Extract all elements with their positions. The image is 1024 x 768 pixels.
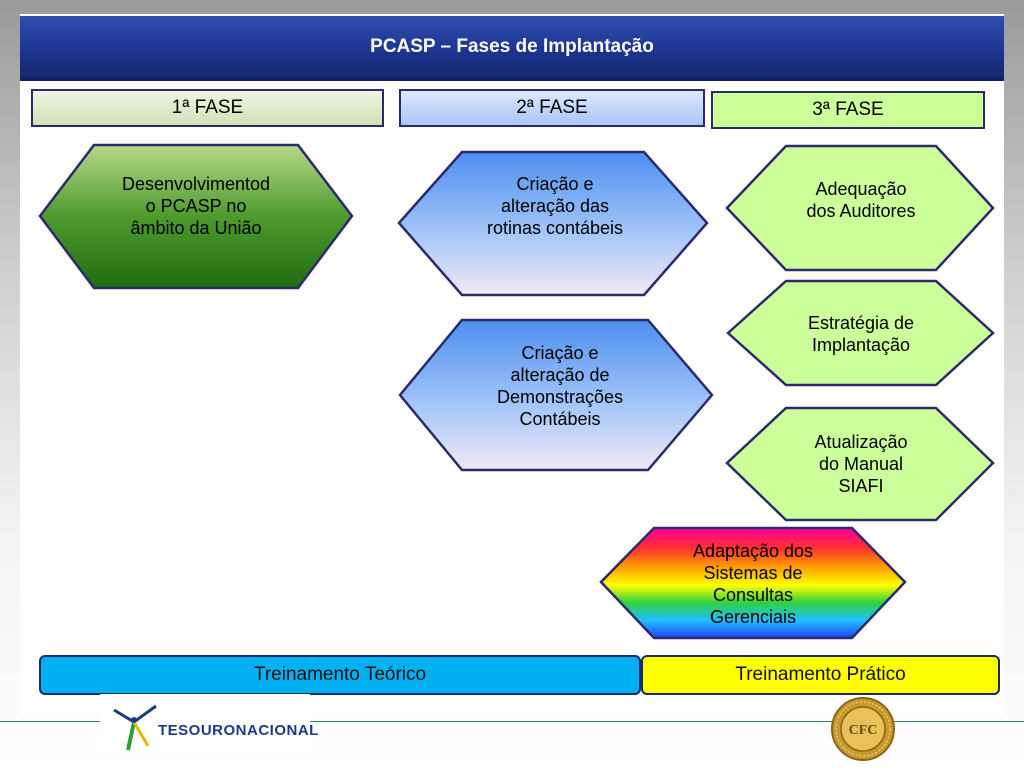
label-line: Criação e — [521, 343, 599, 363]
label-line: Criação e — [516, 174, 594, 194]
label-line: Gerenciais — [709, 607, 797, 627]
phase-2-header: 2ª FASE — [399, 89, 705, 127]
label-line: Consultas — [712, 585, 794, 605]
hex-sistemas — [599, 526, 907, 640]
label-line: dos Auditores — [806, 201, 916, 221]
label-line: Estratégia de — [807, 313, 915, 333]
label-line: Sistemas de — [703, 563, 803, 583]
label-line: alteração das — [500, 196, 610, 216]
hex-demonstracoes — [398, 318, 714, 472]
label-line: Demonstrações — [496, 387, 624, 407]
label-line: Adaptação dos — [692, 541, 814, 561]
label-line: Adequação — [815, 179, 907, 199]
hex-auditores — [725, 144, 995, 272]
cfc-seal-icon: CFC — [831, 697, 895, 761]
label-line: Implantação — [811, 335, 911, 355]
hex-rotinas — [397, 150, 709, 297]
training-practice-bar: Treinamento Prático — [641, 655, 1000, 695]
tesouro-logo-box — [100, 694, 310, 754]
label-line: rotinas contábeis — [486, 218, 624, 238]
label-line: alteração de — [510, 365, 610, 385]
hex-desenvolvimento — [38, 143, 354, 290]
tesouro-logo-icon — [113, 704, 157, 751]
footer-divider — [0, 721, 1024, 722]
hex-manual — [725, 406, 995, 522]
tesouro-logo-text: TESOURONACIONAL — [158, 722, 319, 739]
label-line: do Manual — [818, 454, 904, 474]
label-line: âmbito da União — [130, 218, 262, 238]
page-title: PCASP – Fases de Implantação — [370, 36, 654, 57]
phase-1-header: 1ª FASE — [31, 89, 384, 127]
training-theory-bar: Treinamento Teórico — [39, 655, 641, 695]
seal-text: CFC — [849, 723, 878, 738]
label-line: Atualização — [814, 432, 908, 452]
phase-3-header: 3ª FASE — [711, 91, 985, 129]
label-line: o PCASP no — [145, 196, 247, 216]
label-line: Desenvolvimentod — [121, 174, 271, 194]
label-line: Contábeis — [519, 409, 601, 429]
hex-estrategia — [726, 279, 995, 387]
title-bar: PCASP – Fases de Implantação — [20, 16, 1004, 81]
label-line: SIAFI — [838, 476, 884, 496]
